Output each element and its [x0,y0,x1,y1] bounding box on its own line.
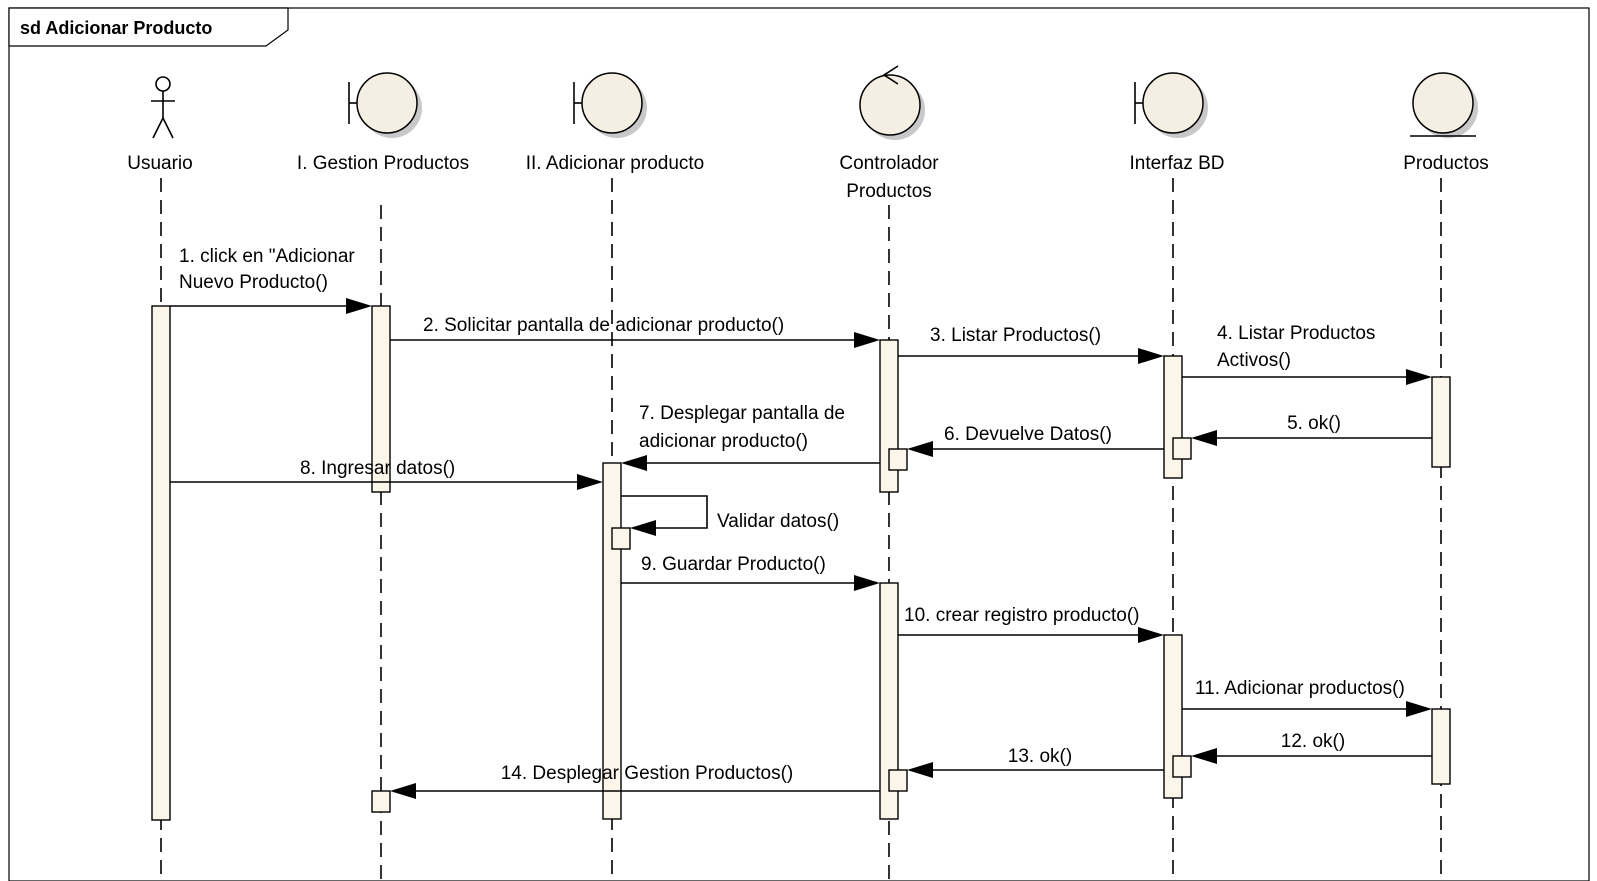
lifeline-name-productos: Productos [1403,153,1489,174]
message-self-validar-arrowhead [630,520,656,536]
lifeline-name-gestion-productos: I. Gestion Productos [297,153,469,174]
frame-title-tab [8,7,289,47]
lifeline-name-controlador-line1: Controlador [839,153,939,174]
activation-gestion-productos [371,305,391,493]
message-14-label: 14. Desplegar Gestion Productos() [501,763,794,784]
message-9-label: 9. Guardar Producto() [641,554,826,575]
entity-icon [1410,72,1478,138]
activation-gestion-productos-return [371,790,391,813]
message-10-label: 10. crear registro producto() [904,605,1140,626]
message-8-arrowhead [577,474,603,490]
activation-controlador-2 [879,582,899,820]
message-14-arrowhead [390,783,416,799]
message-13-label: 13. ok() [1008,746,1072,767]
message-4-label-line2: Activos() [1217,350,1291,371]
control-icon [859,65,925,140]
message-12-arrowhead [1191,748,1217,764]
message-3-arrowhead [1138,348,1164,364]
lifeline-name-interfaz-bd: Interfaz BD [1129,153,1224,174]
activation-interfaz-bd-return-2 [1172,755,1192,778]
activation-adicionar-producto-self [611,527,631,550]
boundary-icon [573,72,647,138]
message-7-label-line1: 7. Desplegar pantalla de [639,403,845,424]
frame-title: sd Adicionar Producto [20,18,212,38]
message-5-arrowhead [1191,430,1217,446]
message-13-arrowhead [907,762,933,778]
activation-interfaz-bd-return-1 [1172,437,1192,460]
message-2-arrowhead [854,332,880,348]
message-self-validar-label: Validar datos() [717,511,839,532]
message-1-label-line1: 1. click en "Adicionar [179,246,355,267]
lifeline-name-adicionar-producto: II. Adicionar producto [526,153,705,174]
message-12-label: 12. ok() [1281,731,1345,752]
message-9-arrowhead [854,575,880,591]
activation-interfaz-bd-1 [1163,355,1183,479]
message-self-validar-path [621,495,708,529]
diagram-frame [8,7,1590,881]
lifeline-name-controlador-line2: Productos [846,181,932,202]
message-10-arrowhead [1138,627,1164,643]
message-5-label: 5. ok() [1287,413,1341,434]
activation-productos-1 [1431,376,1451,468]
message-4-arrowhead [1406,369,1432,385]
message-6-arrowhead [907,441,933,457]
message-2-label: 2. Solicitar pantalla de adicionar produ… [423,315,784,336]
actor-icon [151,76,175,139]
message-7-label-line2: adicionar producto() [639,431,808,452]
activation-controlador-return-2 [888,769,908,792]
activation-productos-2 [1431,708,1451,785]
message-3-label: 3. Listar Productos() [930,325,1101,346]
boundary-icon [348,72,422,138]
lifeline-name-usuario: Usuario [127,153,192,174]
activation-controlador-return-1 [888,448,908,471]
message-4-label-line1: 4. Listar Productos [1217,323,1375,344]
message-7-arrowhead [621,455,647,471]
message-6-label: 6. Devuelve Datos() [944,424,1112,445]
activation-usuario [151,305,171,821]
boundary-icon [1134,72,1208,138]
activation-adicionar-producto [602,462,622,820]
message-11-label: 11. Adicionar productos() [1195,678,1405,699]
message-1-label-line2: Nuevo Producto() [179,272,328,293]
message-1-arrowhead [346,298,372,314]
message-11-arrowhead [1406,701,1432,717]
message-8-label: 8. Ingresar datos() [300,458,455,479]
